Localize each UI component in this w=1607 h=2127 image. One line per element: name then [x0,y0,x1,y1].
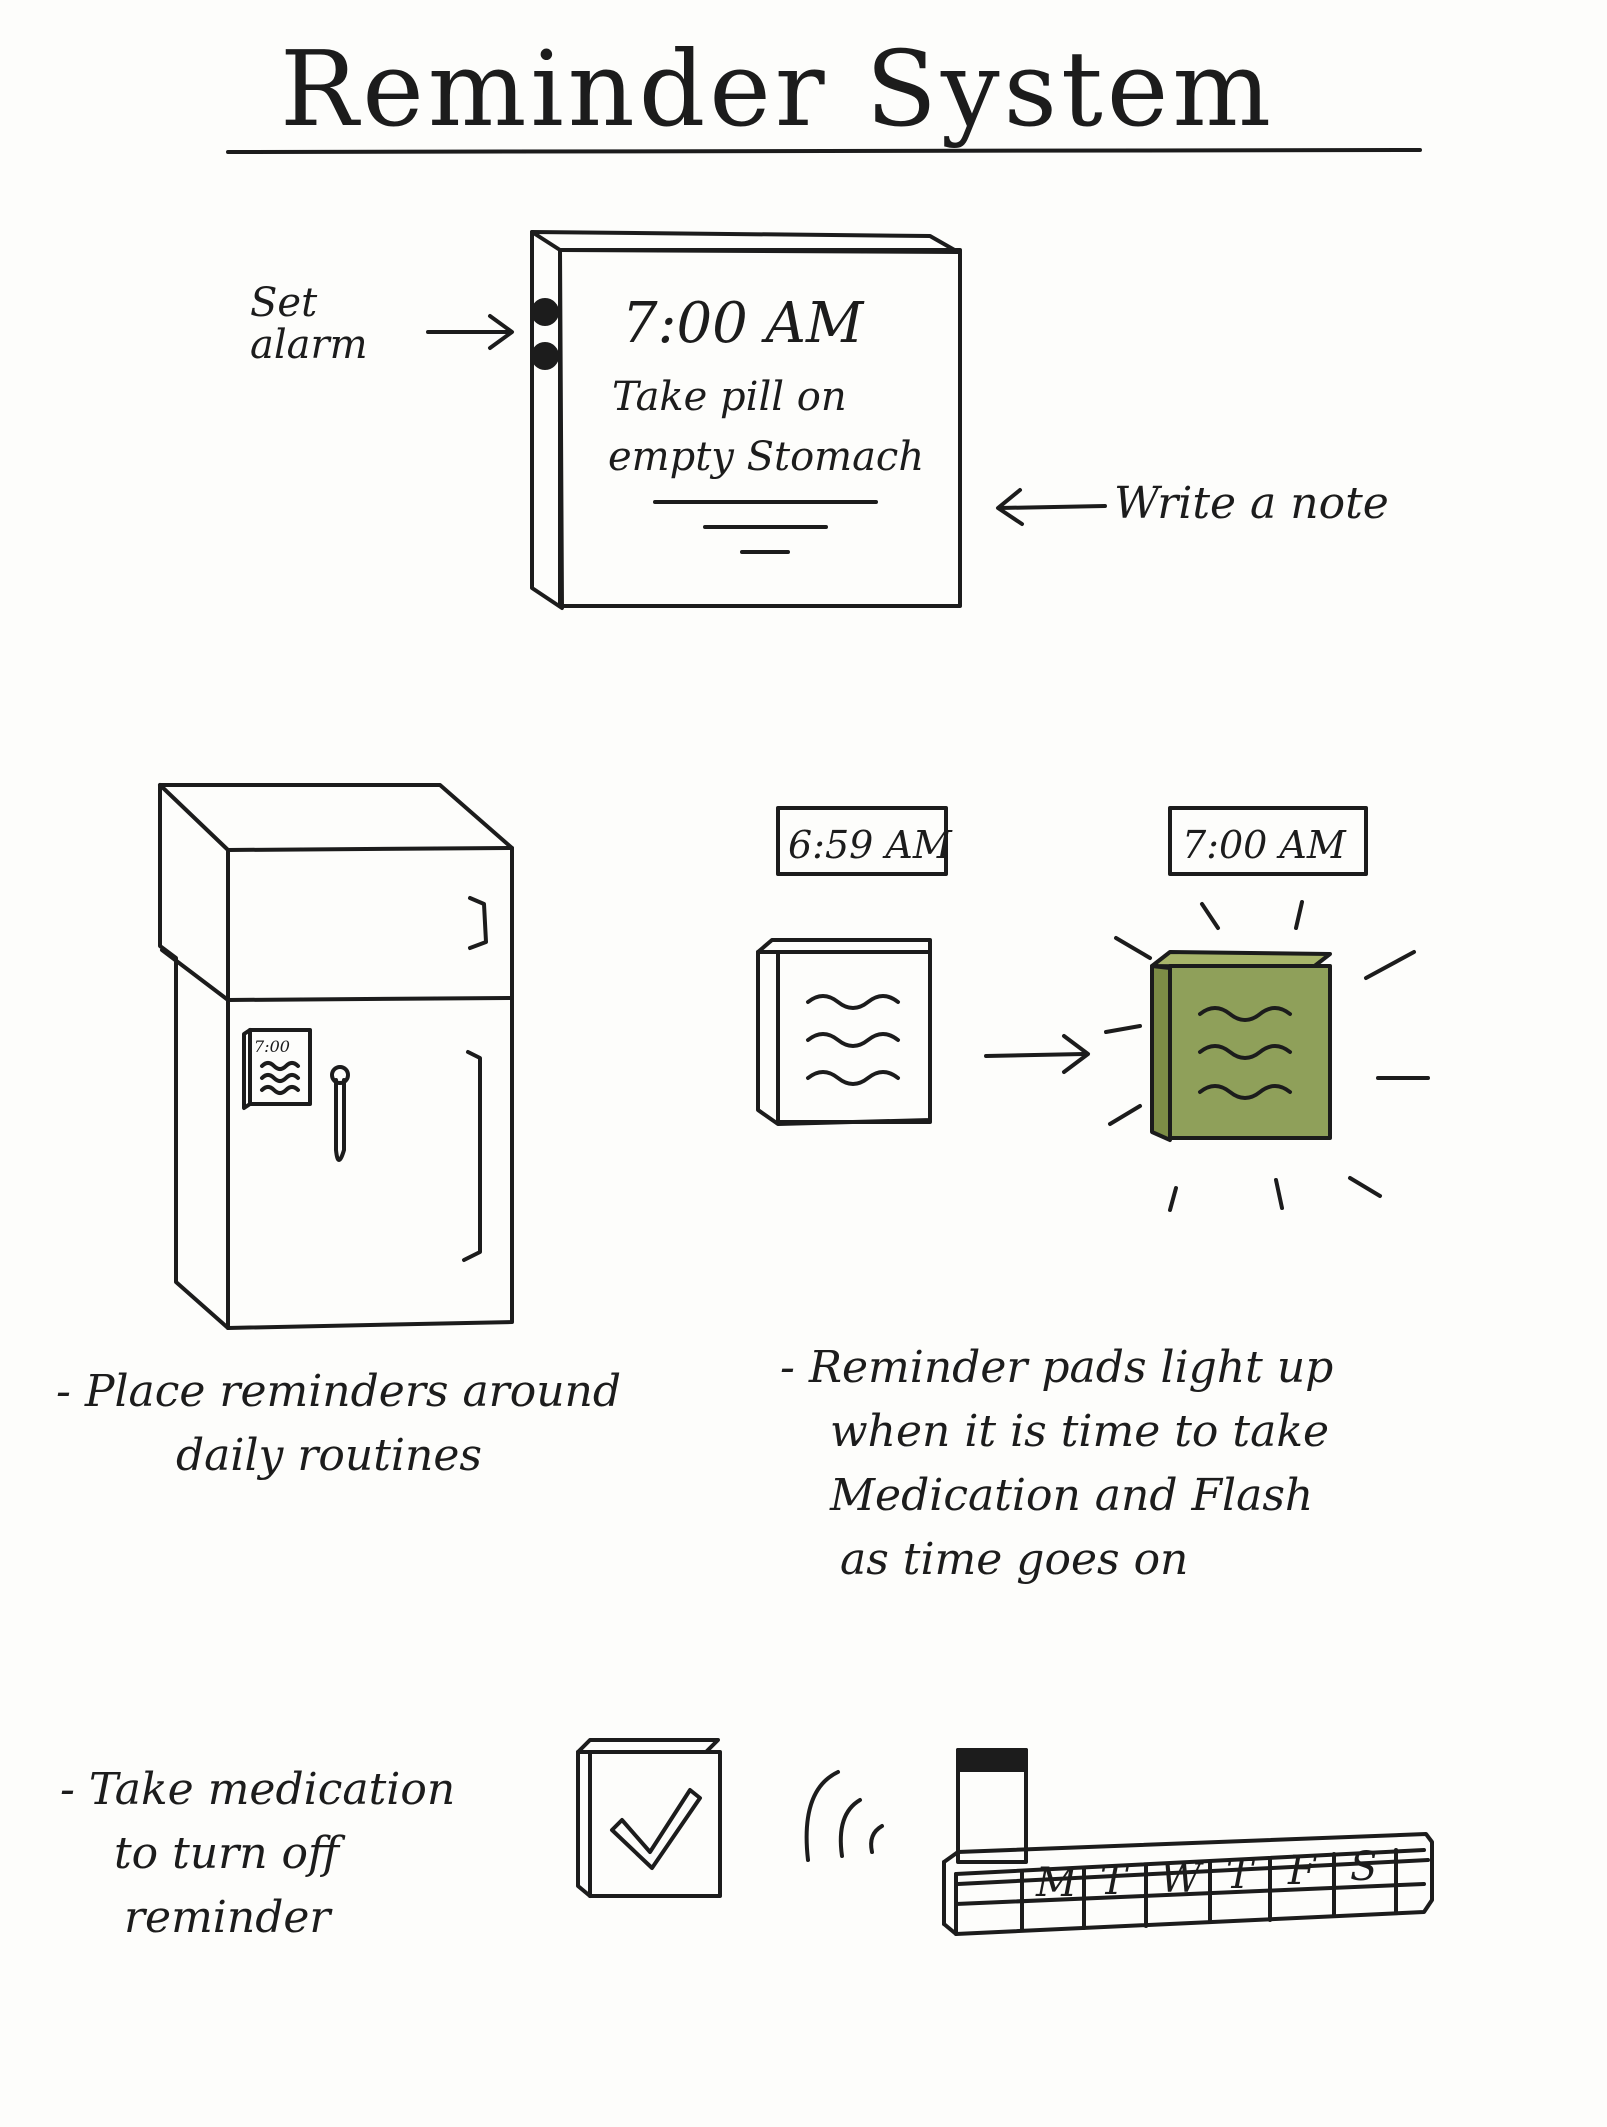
bullet-routines-line: - Place reminders around [56,1360,621,1424]
bullet-light-up-line: as time goes on [780,1528,1333,1592]
device-screen-note-line1: Take pill on [612,374,847,420]
bullet-routines: - Place reminders around daily routines [56,1360,621,1488]
pillbox-day-label: M [1035,1860,1078,1906]
bullet-turn-off: - Take medication to turn off reminder [60,1758,455,1950]
set-alarm-label: Set alarm [250,282,368,366]
bullet-routines-line: daily routines [56,1424,621,1488]
fridge-pad-time: 7:00 [254,1037,290,1056]
alarm-note-device [532,232,960,608]
pillbox-day-label: W [1160,1856,1204,1902]
reminder-pad-icon [758,940,930,1124]
bullet-turn-off-line: reminder [60,1886,455,1950]
write-note-label: Write a note [1114,472,1389,536]
bullet-light-up: - Reminder pads light up when it is time… [780,1336,1333,1592]
refrigerator-icon [160,785,512,1328]
lit-reminder-pad-icon [1152,952,1330,1140]
bullet-light-up-line: when it is time to take [780,1400,1333,1464]
arrow-right-icon [986,1036,1088,1072]
set-alarm-label-line1: Set [250,282,368,324]
pillbox-day-label: T [1226,1852,1256,1898]
title-underline [228,150,1420,152]
page-title: Reminder System [280,28,1275,150]
wireless-signal-icon [807,1772,882,1860]
bullet-light-up-line: - Reminder pads light up [780,1336,1333,1400]
pillbox-day-label: F [1287,1848,1317,1894]
checkmark-pad-icon [578,1740,720,1896]
bullet-light-up-line: Medication and Flash [780,1464,1333,1528]
pad-after-time: 7:00 AM [1182,823,1347,867]
device-screen-time: 7:00 AM [622,291,865,356]
arrow-right-icon [428,316,512,348]
set-alarm-label-line2: alarm [250,324,368,366]
pill-organizer-icon [944,1750,1432,1934]
pillbox-day-label: T [1100,1858,1130,1904]
alarm-button-icon [533,344,557,368]
pillbox-day-label: S [1350,1844,1377,1890]
pad-before-time: 6:59 AM [788,823,953,867]
alarm-button-icon [533,300,557,324]
device-screen-note-line2: empty Stomach [608,434,924,480]
arrow-left-icon [998,490,1105,524]
bullet-turn-off-line: to turn off [60,1822,455,1886]
bullet-turn-off-line: - Take medication [60,1758,455,1822]
